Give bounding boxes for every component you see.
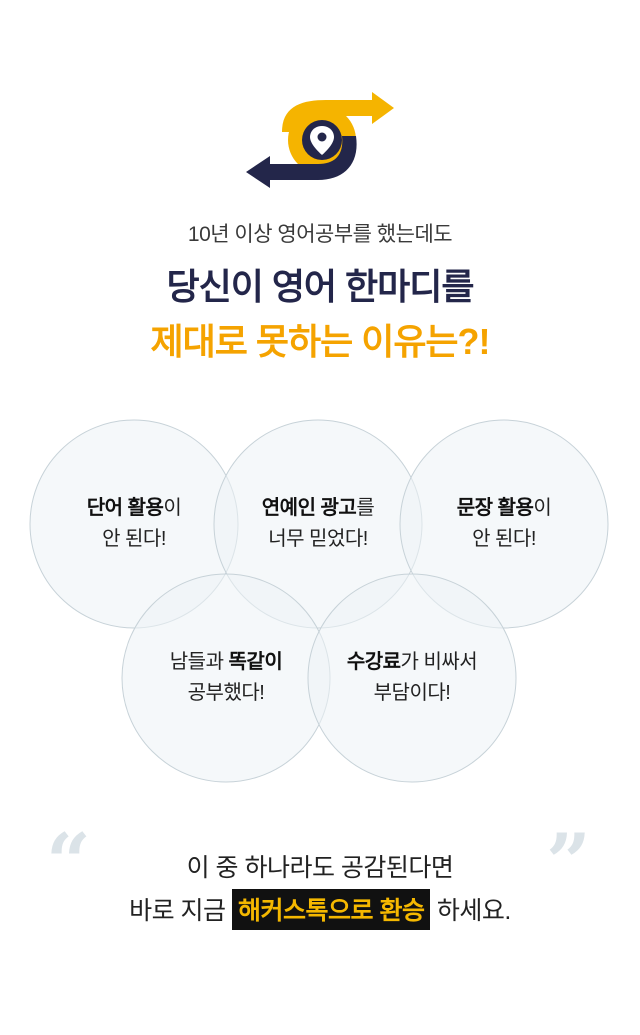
reason-2-line2: 너무 믿었다! [268, 528, 368, 550]
close-quote-icon: ” [546, 817, 591, 908]
closing-line2-post: 하세요. [430, 897, 511, 925]
closing-highlight: 해커스톡으로 환승 [232, 889, 431, 930]
closing-line1: 이 중 하나라도 공감된다면 [186, 854, 454, 882]
open-quote-icon: “ [46, 817, 91, 908]
reason-1-line2: 안 된다! [102, 528, 166, 550]
reason-4-line2: 공부했다! [187, 682, 265, 704]
sub-heading: 10년 이상 영어공부를 했는데도 [187, 223, 453, 246]
reason-1: 단어 활용이 안 된다! [34, 493, 234, 555]
closing-line2: 바로 지금 해커스톡으로 환승 하세요. [0, 889, 640, 930]
reason-1-bold: 단어 활용 [86, 497, 164, 519]
reason-5: 수강료가 비싸서 부담이다! [312, 647, 512, 709]
reason-4: 남들과 똑같이 공부했다! [126, 647, 326, 709]
main-heading-line1: 당신이 영어 한마디를 [166, 266, 474, 307]
reason-4-pre: 남들과 [169, 651, 229, 673]
reason-5-bold: 수강료 [346, 651, 401, 673]
reason-2: 연예인 광고를 너무 믿었다! [218, 493, 418, 555]
reason-3-line2: 안 된다! [472, 528, 536, 550]
reason-3-rest: 이 [533, 497, 552, 519]
reason-2-bold: 연예인 광고 [261, 497, 357, 519]
reason-1-rest: 이 [163, 497, 182, 519]
closing-line2-pre: 바로 지금 [129, 897, 233, 925]
main-heading-line2: 제대로 못하는 이유는?! [150, 321, 490, 362]
reason-3: 문장 활용이 안 된다! [404, 493, 604, 555]
location-pin-arrows-icon [246, 92, 394, 188]
reason-5-line2: 부담이다! [373, 682, 451, 704]
reason-4-bold: 똑같이 [228, 651, 283, 673]
reason-2-rest: 를 [356, 497, 375, 519]
reason-3-bold: 문장 활용 [456, 497, 534, 519]
reason-5-rest: 가 비싸서 [400, 651, 478, 673]
